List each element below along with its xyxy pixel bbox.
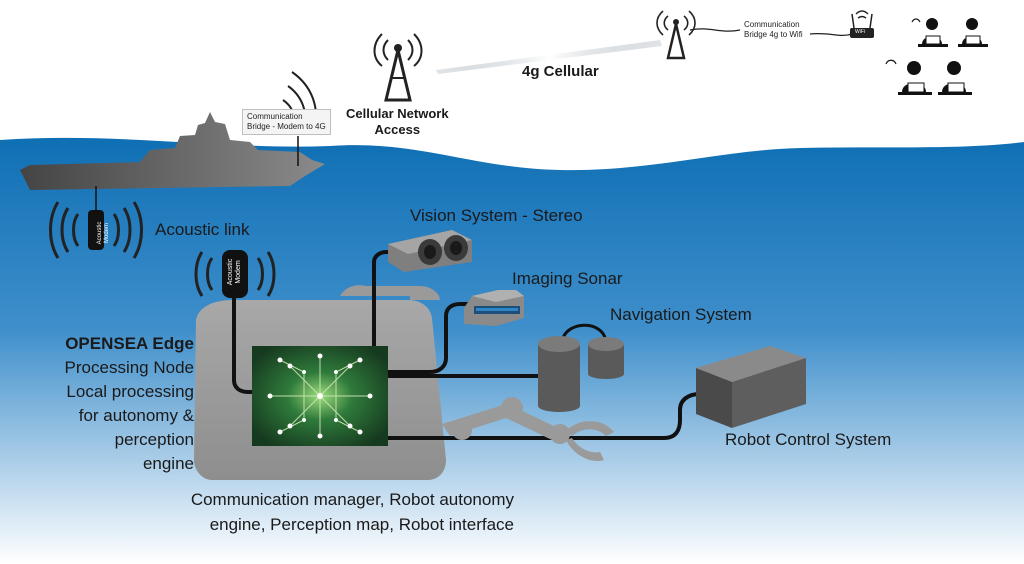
- sonar-icon: [464, 290, 524, 326]
- bridge-wifi-line-2: Bridge 4g to Wifi: [744, 30, 803, 39]
- modem-label-2: Acoustic Modem: [227, 243, 243, 301]
- cellular-access-label: Cellular Network Access: [346, 106, 449, 138]
- acoustic-modem-icon: [49, 186, 143, 259]
- cell-tower-icon-2: [656, 10, 696, 60]
- bridge-wifi-label: Communication Bridge 4g to Wifi: [740, 18, 807, 42]
- operator-icon: [885, 18, 988, 95]
- wifi-link-line: [689, 28, 741, 32]
- bridge-modem-label: Communication Bridge - Modem to 4G: [242, 109, 331, 135]
- edge-line-4: perception: [114, 430, 194, 449]
- cellular-access-line-1: Cellular Network: [346, 106, 449, 121]
- cellular-access-line-2: Access: [374, 122, 421, 137]
- bridge-modem-line-1: Communication: [247, 112, 303, 121]
- modem-label-2-line-2: Modem: [235, 260, 242, 284]
- bridge-modem-line-2: Bridge - Modem to 4G: [247, 122, 326, 131]
- wifi-router-icon: [850, 10, 874, 38]
- wifi-router-label: WiFi: [855, 29, 865, 35]
- cell-tower-icon: [373, 33, 423, 102]
- bottom-line-2: engine, Perception map, Robot interface: [209, 515, 514, 534]
- bottom-line-1: Communication manager, Robot autonomy: [190, 490, 514, 509]
- robot-control-label: Robot Control System: [725, 430, 892, 449]
- navigation-label: Navigation System: [610, 305, 752, 324]
- cellular-4g-label: 4g Cellular: [522, 63, 599, 80]
- edge-line-5: engine: [142, 454, 194, 473]
- stereo-camera-icon: [388, 230, 472, 272]
- edge-description: OPENSEA Edge Processing Node Local proce…: [0, 332, 194, 476]
- modem-label-1-line-1: Acoustic: [97, 221, 103, 245]
- cables: [232, 250, 701, 440]
- control-box-icon: [696, 346, 806, 428]
- edge-title: OPENSEA Edge: [65, 334, 194, 353]
- cellular-beam: [436, 40, 662, 74]
- vision-label: Vision System - Stereo: [410, 206, 583, 225]
- wifi-link-line-2: [809, 32, 853, 37]
- modem-label-1-line-2: Modem: [104, 223, 110, 244]
- navigation-icon: [538, 336, 624, 412]
- bottom-description: Communication manager, Robot autonomy en…: [100, 487, 514, 537]
- modem-label-2-line-1: Acoustic: [227, 258, 234, 286]
- edge-line-1: Processing Node: [64, 358, 194, 377]
- acoustic-modem-icon-2: [194, 250, 276, 298]
- sonar-label: Imaging Sonar: [512, 269, 623, 288]
- edge-line-3: for autonomy &: [78, 406, 194, 425]
- edge-line-2: Local processing: [66, 382, 194, 401]
- modem-label-1: Acoustic Modem: [97, 209, 111, 257]
- circuit-board-icon: [252, 346, 388, 446]
- acoustic-link-label: Acoustic link: [155, 220, 250, 239]
- robot-arm-icon: [442, 397, 614, 462]
- bridge-wifi-line-1: Communication: [744, 20, 800, 29]
